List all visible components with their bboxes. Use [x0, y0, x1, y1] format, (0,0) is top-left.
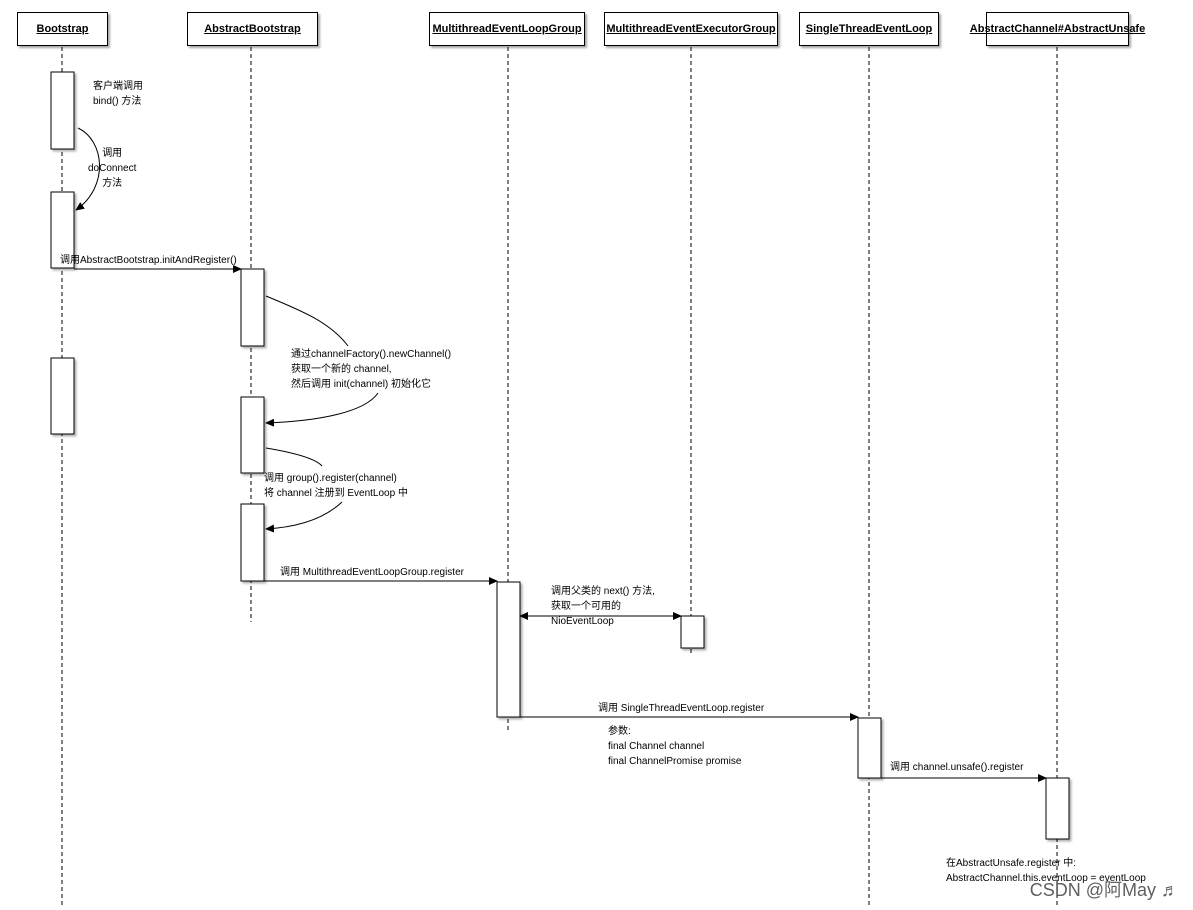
note-final-line-1: 在AbstractUnsafe.register 中:: [946, 858, 1077, 869]
note-do-connect: 调用 doConnect 方法: [88, 146, 136, 191]
label-st-register-text: 调用 SingleThreadEventLoop.register: [598, 703, 765, 714]
note-params: 参数: final Channel channel final ChannelP…: [608, 724, 741, 769]
note-next: 调用父类的 next() 方法, 获取一个可用的 NioEventLoop: [551, 584, 655, 629]
participant-mt-event-executor-group: MultithreadEventExecutorGroup: [604, 12, 778, 46]
label-mt-register-text: 调用 MultithreadEventLoopGroup.register: [280, 567, 464, 578]
label-init-and-register-text: 调用AbstractBootstrap.initAndRegister(): [60, 255, 237, 266]
label-init-and-register: 调用AbstractBootstrap.initAndRegister(): [60, 253, 237, 268]
activation-single-thread-event-loop: [857, 717, 882, 779]
note-params-line-1: 参数:: [608, 726, 631, 737]
note-final: 在AbstractUnsafe.register 中: AbstractChan…: [946, 856, 1146, 886]
group-register-return-arrow: [265, 501, 343, 533]
activation-bootstrap-1: [50, 71, 75, 150]
participant-abstract-channel-unsafe: AbstractChannel#AbstractUnsafe: [970, 12, 1145, 46]
participant-abstract-bootstrap: AbstractBootstrap: [187, 12, 318, 46]
watermark: CSDN @阿May ♬: [1029, 880, 1179, 900]
label-unsafe-register-text: 调用 channel.unsafe().register: [890, 762, 1024, 773]
activation-abstract-bootstrap-2: [240, 396, 265, 474]
activation-bootstrap-3: [50, 357, 75, 435]
activation-bootstrap-2: [50, 191, 75, 269]
activation-abstract-bootstrap-3: [240, 503, 265, 582]
note-new-channel-line-2: 获取一个新的 channel,: [291, 364, 392, 375]
note-do-connect-line-2: doConnect: [88, 163, 137, 174]
note-next-line-1: 调用父类的 next() 方法,: [551, 586, 655, 597]
activation-abstract-channel-unsafe: [1045, 777, 1070, 840]
label-mt-register: 调用 MultithreadEventLoopGroup.register: [280, 565, 464, 580]
self-call-do-connect-arrow: [75, 127, 100, 211]
note-next-line-2: 获取一个可用的: [551, 601, 621, 612]
note-client-bind-line-1: 客户端调用: [93, 81, 143, 92]
note-next-line-3: NioEventLoop: [551, 616, 614, 627]
new-channel-curve: [265, 295, 349, 347]
note-new-channel: 通过channelFactory().newChannel() 获取一个新的 c…: [291, 347, 451, 392]
activation-mt-event-loop-group: [496, 581, 521, 718]
note-group-register-line-1: 调用 group().register(channel): [264, 473, 397, 484]
participant-single-thread-event-loop: SingleThreadEventLoop: [799, 12, 939, 46]
note-client-bind-line-2: bind() 方法: [93, 96, 142, 107]
note-new-channel-line-1: 通过channelFactory().newChannel(): [291, 349, 452, 360]
group-register-curve: [265, 447, 323, 467]
note-do-connect-line-1: 调用: [102, 148, 123, 159]
note-final-line-2: AbstractChannel.this.eventLoop = eventLo…: [946, 873, 1146, 884]
activation-mt-event-executor-group: [680, 615, 705, 649]
label-st-register: 调用 SingleThreadEventLoop.register: [598, 701, 764, 716]
note-params-line-3: final ChannelPromise promise: [608, 756, 742, 767]
note-group-register-line-2: 将 channel 注册到 EventLoop 中: [264, 488, 408, 499]
note-do-connect-line-3: 方法: [102, 178, 123, 189]
note-client-bind: 客户端调用 bind() 方法: [93, 79, 143, 109]
participant-mt-event-loop-group: MultithreadEventLoopGroup: [429, 12, 585, 46]
note-new-channel-line-3: 然后调用 init(channel) 初始化它: [291, 379, 432, 390]
label-unsafe-register: 调用 channel.unsafe().register: [890, 760, 1023, 775]
activation-abstract-bootstrap-1: [240, 268, 265, 347]
note-group-register: 调用 group().register(channel) 将 channel 注…: [264, 471, 408, 501]
participant-bootstrap: Bootstrap: [17, 12, 108, 46]
new-channel-return-arrow: [265, 392, 379, 427]
note-params-line-2: final Channel channel: [608, 741, 705, 752]
